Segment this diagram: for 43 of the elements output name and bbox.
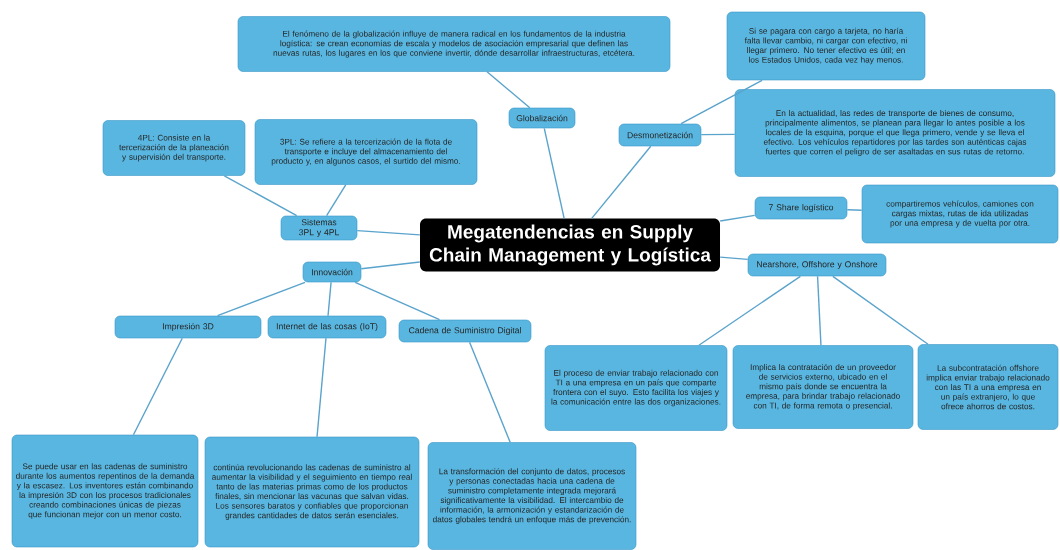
connector-line xyxy=(700,133,736,136)
topic-box: Globalización xyxy=(508,107,576,129)
connector-line xyxy=(356,229,421,236)
note-box: compartiremos vehículos, camiones con cargas mixtas, rutas de ida utilizadas por una empresa y de vuelta por otra. xyxy=(861,184,1059,244)
connector-line xyxy=(223,175,298,217)
note-box: Implica la contratación de un proveedor de servicios externo, ubicado en el mismo país donde se encuentra la empresa, para brindar trabajo relacionado con TI, de forma remota o presencial. xyxy=(732,345,914,429)
connector-line xyxy=(468,341,511,443)
connector-line xyxy=(316,337,327,438)
connector-line xyxy=(591,145,652,220)
connector-line xyxy=(680,79,763,125)
note-box: La subcontratación offshore implica enviar trabajo relacionado con las TI a una empresa en un país extranjero, lo que ofrece ahorros de costos. xyxy=(917,344,1059,430)
connector-line xyxy=(216,281,306,317)
connector-line xyxy=(486,71,531,109)
note-box: 4PL: Consiste en la tercerización de la planeación y supervisión del transporte. xyxy=(102,120,246,176)
connector-line xyxy=(719,214,756,222)
topic-box: 7 Share logístico xyxy=(754,196,848,220)
connector-line xyxy=(832,275,929,345)
connector-line xyxy=(816,275,822,346)
note-box: El proceso de enviar trabajo relacionado con TI a una empresa en un país que comparte frontera con el suyo. Esto facilita los viajes y la comunicación entre las dos organizaciones. xyxy=(544,345,728,431)
note-box: El fenómeno de la globalización influye de manera radical en los fundamentos de la industria logística: se crean economías de escala y modelos de asociación empresarial que definen las nuevas rutas, los lugares en los que conviene invertir, dónde desarrollar infraestructuras, etcétera. xyxy=(237,16,671,72)
note-box: continúa revolucionando las cadenas de suministro al aumentar la visibilidad y el seguimiento en tiempo real tanto de las materias primas como de los productos finales, sin mencionar las vacunas que salvan vidas. Los sensores baratos y confiables que proporcionan grandes cantidades de datos serán esenciales. xyxy=(204,436,420,548)
connector-line xyxy=(846,209,863,211)
note-box: Si se pagara con cargo a tarjeta, no haría falta llevar cambio, ni cargar con efectivo, ni llegar primero. No tener efectivo es útil; en los Estados Unidos, cada vez hay menos. xyxy=(726,11,926,81)
topic-box: Impresión 3D xyxy=(114,315,262,339)
connector-line xyxy=(360,261,421,270)
note-box: En la actualidad, las redes de transporte de bienes de consumo, principalmente alimentos, se planean para llegar lo antes posible a los locales de la esquina, porque el que llega primero, vende y se lleva el efectivo. Los vehículos repartidores por las tardes son auténticas cajas fuertes que corren el peligro de ser asaltadas en sus rutas de retorno. xyxy=(734,89,1056,177)
connector-line xyxy=(327,281,332,317)
topic-box: Desmonetización xyxy=(618,123,702,147)
topic-box: Internet de las cosas (IoT) xyxy=(267,315,387,339)
note-box: 3PL: Se refiere a la tercerización de la flota de transporte e incluye del almacenamiento del producto y, en algunos casos, el surtido del mismo. xyxy=(254,119,478,185)
connector-line xyxy=(698,275,802,346)
topic-box: Nearshore, Offshore y Onshore xyxy=(747,253,887,277)
connector-line xyxy=(719,256,749,261)
note-box: Se puede usar en las cadenas de suministro durante los aumentos repentinos de la demanda y la escasez. Los inventores están combinando la impresión 3D con los procesos tradicionales creando combinaciones únicas de piezas que funcionan mejor con un menor costo. xyxy=(11,434,199,548)
topic-box: Cadena de Suministro Digital xyxy=(398,319,532,343)
connector-line xyxy=(325,184,347,217)
connector-line xyxy=(354,281,441,321)
connector-line xyxy=(543,127,565,220)
connector-line xyxy=(132,337,183,436)
topic-box: Innovación xyxy=(302,261,362,283)
note-box: La transformación del conjunto de datos, procesos y personas conectadas hacia una cadena de suministro completamente integrada mejorará significativamente la visibilidad. El intercambio de información, la armonización y estandarización de datos globales tendrá un enfoque más de prevención. xyxy=(427,442,637,550)
title-box: Megatendencias en Supply Chain Management y Logística xyxy=(420,218,720,272)
topic-box: Sistemas 3PL y 4PL xyxy=(280,215,358,241)
